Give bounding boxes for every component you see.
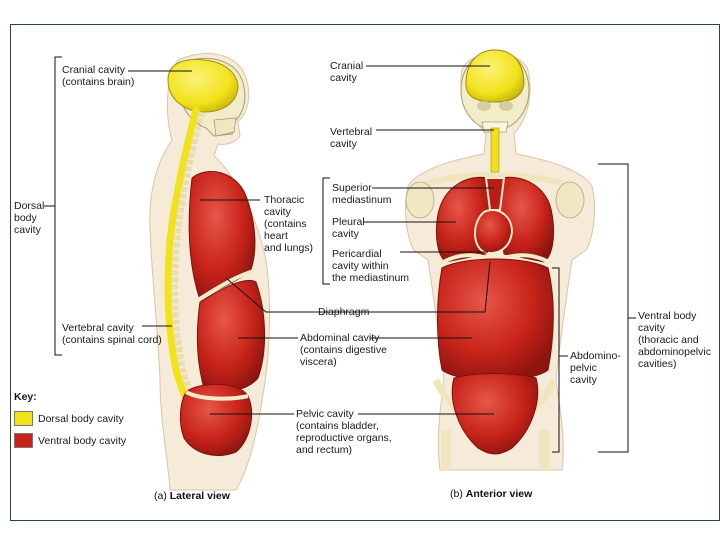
label-cranial-cavity-left: Cranial cavity (contains brain) <box>62 64 135 88</box>
lateral-figure <box>149 53 270 491</box>
anterior-pelvic-cavity <box>451 373 539 455</box>
anterior-shoulder-left <box>405 181 435 219</box>
bracket-abdominopelvic <box>552 267 560 453</box>
figure-frame <box>10 24 720 521</box>
leader-lines <box>44 56 636 453</box>
label-pelvic-cavity: Pelvic cavity (contains bladder, reprodu… <box>296 408 392 456</box>
caption-lateral: (a) Lateral view <box>154 490 230 502</box>
label-diaphragm: Diaphragm <box>318 306 370 318</box>
lateral-jaw <box>213 117 237 137</box>
bracket-ventral <box>598 163 629 453</box>
key-label-dorsal: Dorsal body cavity <box>38 413 124 425</box>
anterior-abdominal-cavity <box>437 258 554 381</box>
caption-lateral-text: Lateral view <box>169 490 230 502</box>
anterior-clavicles <box>419 172 573 189</box>
lateral-pelvic-cavity <box>179 383 253 456</box>
label-dorsal-body-cavity: Dorsal body cavity <box>14 200 45 236</box>
label-cranial-cavity-right: Cranial cavity <box>330 60 364 84</box>
label-thoracic-cavity: Thoracic cavity (contains heart and lung… <box>264 194 314 254</box>
key-swatch-dorsal <box>14 411 33 426</box>
anterior-pericardial-cavity <box>474 209 514 254</box>
lateral-pelvis-bone <box>185 390 249 401</box>
label-abdominal-cavity: Abdominal cavity (contains digestive vis… <box>300 332 387 368</box>
label-abdominopelvic-cavity: Abdomino- pelvic cavity <box>570 350 621 386</box>
key-title: Key: <box>14 391 37 403</box>
label-vertebral-cavity-left: Vertebral cavity (contains spinal cord) <box>62 322 162 346</box>
lateral-abdominal-cavity <box>196 279 265 392</box>
anterior-spinal-cord <box>490 127 500 173</box>
caption-lateral-letter: (a) <box>154 490 167 502</box>
label-vertebral-cavity-right: Vertebral cavity <box>330 126 373 150</box>
caption-anterior: (b) Anterior view <box>450 488 532 500</box>
lateral-spinal-cord <box>164 106 200 422</box>
anterior-superior-mediastinum <box>484 177 506 211</box>
label-pericardial-cavity: Pericardial cavity within the mediastinu… <box>332 248 410 284</box>
anterior-brain-cavity <box>465 49 525 103</box>
key-label-ventral: Ventral body cavity <box>38 435 127 447</box>
leader-diaphragm <box>225 261 491 313</box>
anterior-figure <box>405 49 595 471</box>
bracket-dorsal <box>54 56 62 356</box>
anterior-eye-socket-left <box>477 101 491 111</box>
label-superior-mediastinum: Superior mediastinum <box>332 182 392 206</box>
caption-anterior-letter: (b) <box>450 488 463 500</box>
anterior-eye-socket-right <box>499 101 513 111</box>
key-swatch-ventral <box>14 433 33 448</box>
caption-anterior-text: Anterior view <box>465 488 533 500</box>
lateral-brain-cavity <box>167 59 239 113</box>
anterior-shoulder-right <box>555 181 585 219</box>
bracket-thoracic-right <box>322 177 330 285</box>
label-ventral-body-cavity: Ventral body cavity (thoracic and abdomi… <box>638 310 711 370</box>
label-pleural-cavity: Pleural cavity <box>332 216 365 240</box>
